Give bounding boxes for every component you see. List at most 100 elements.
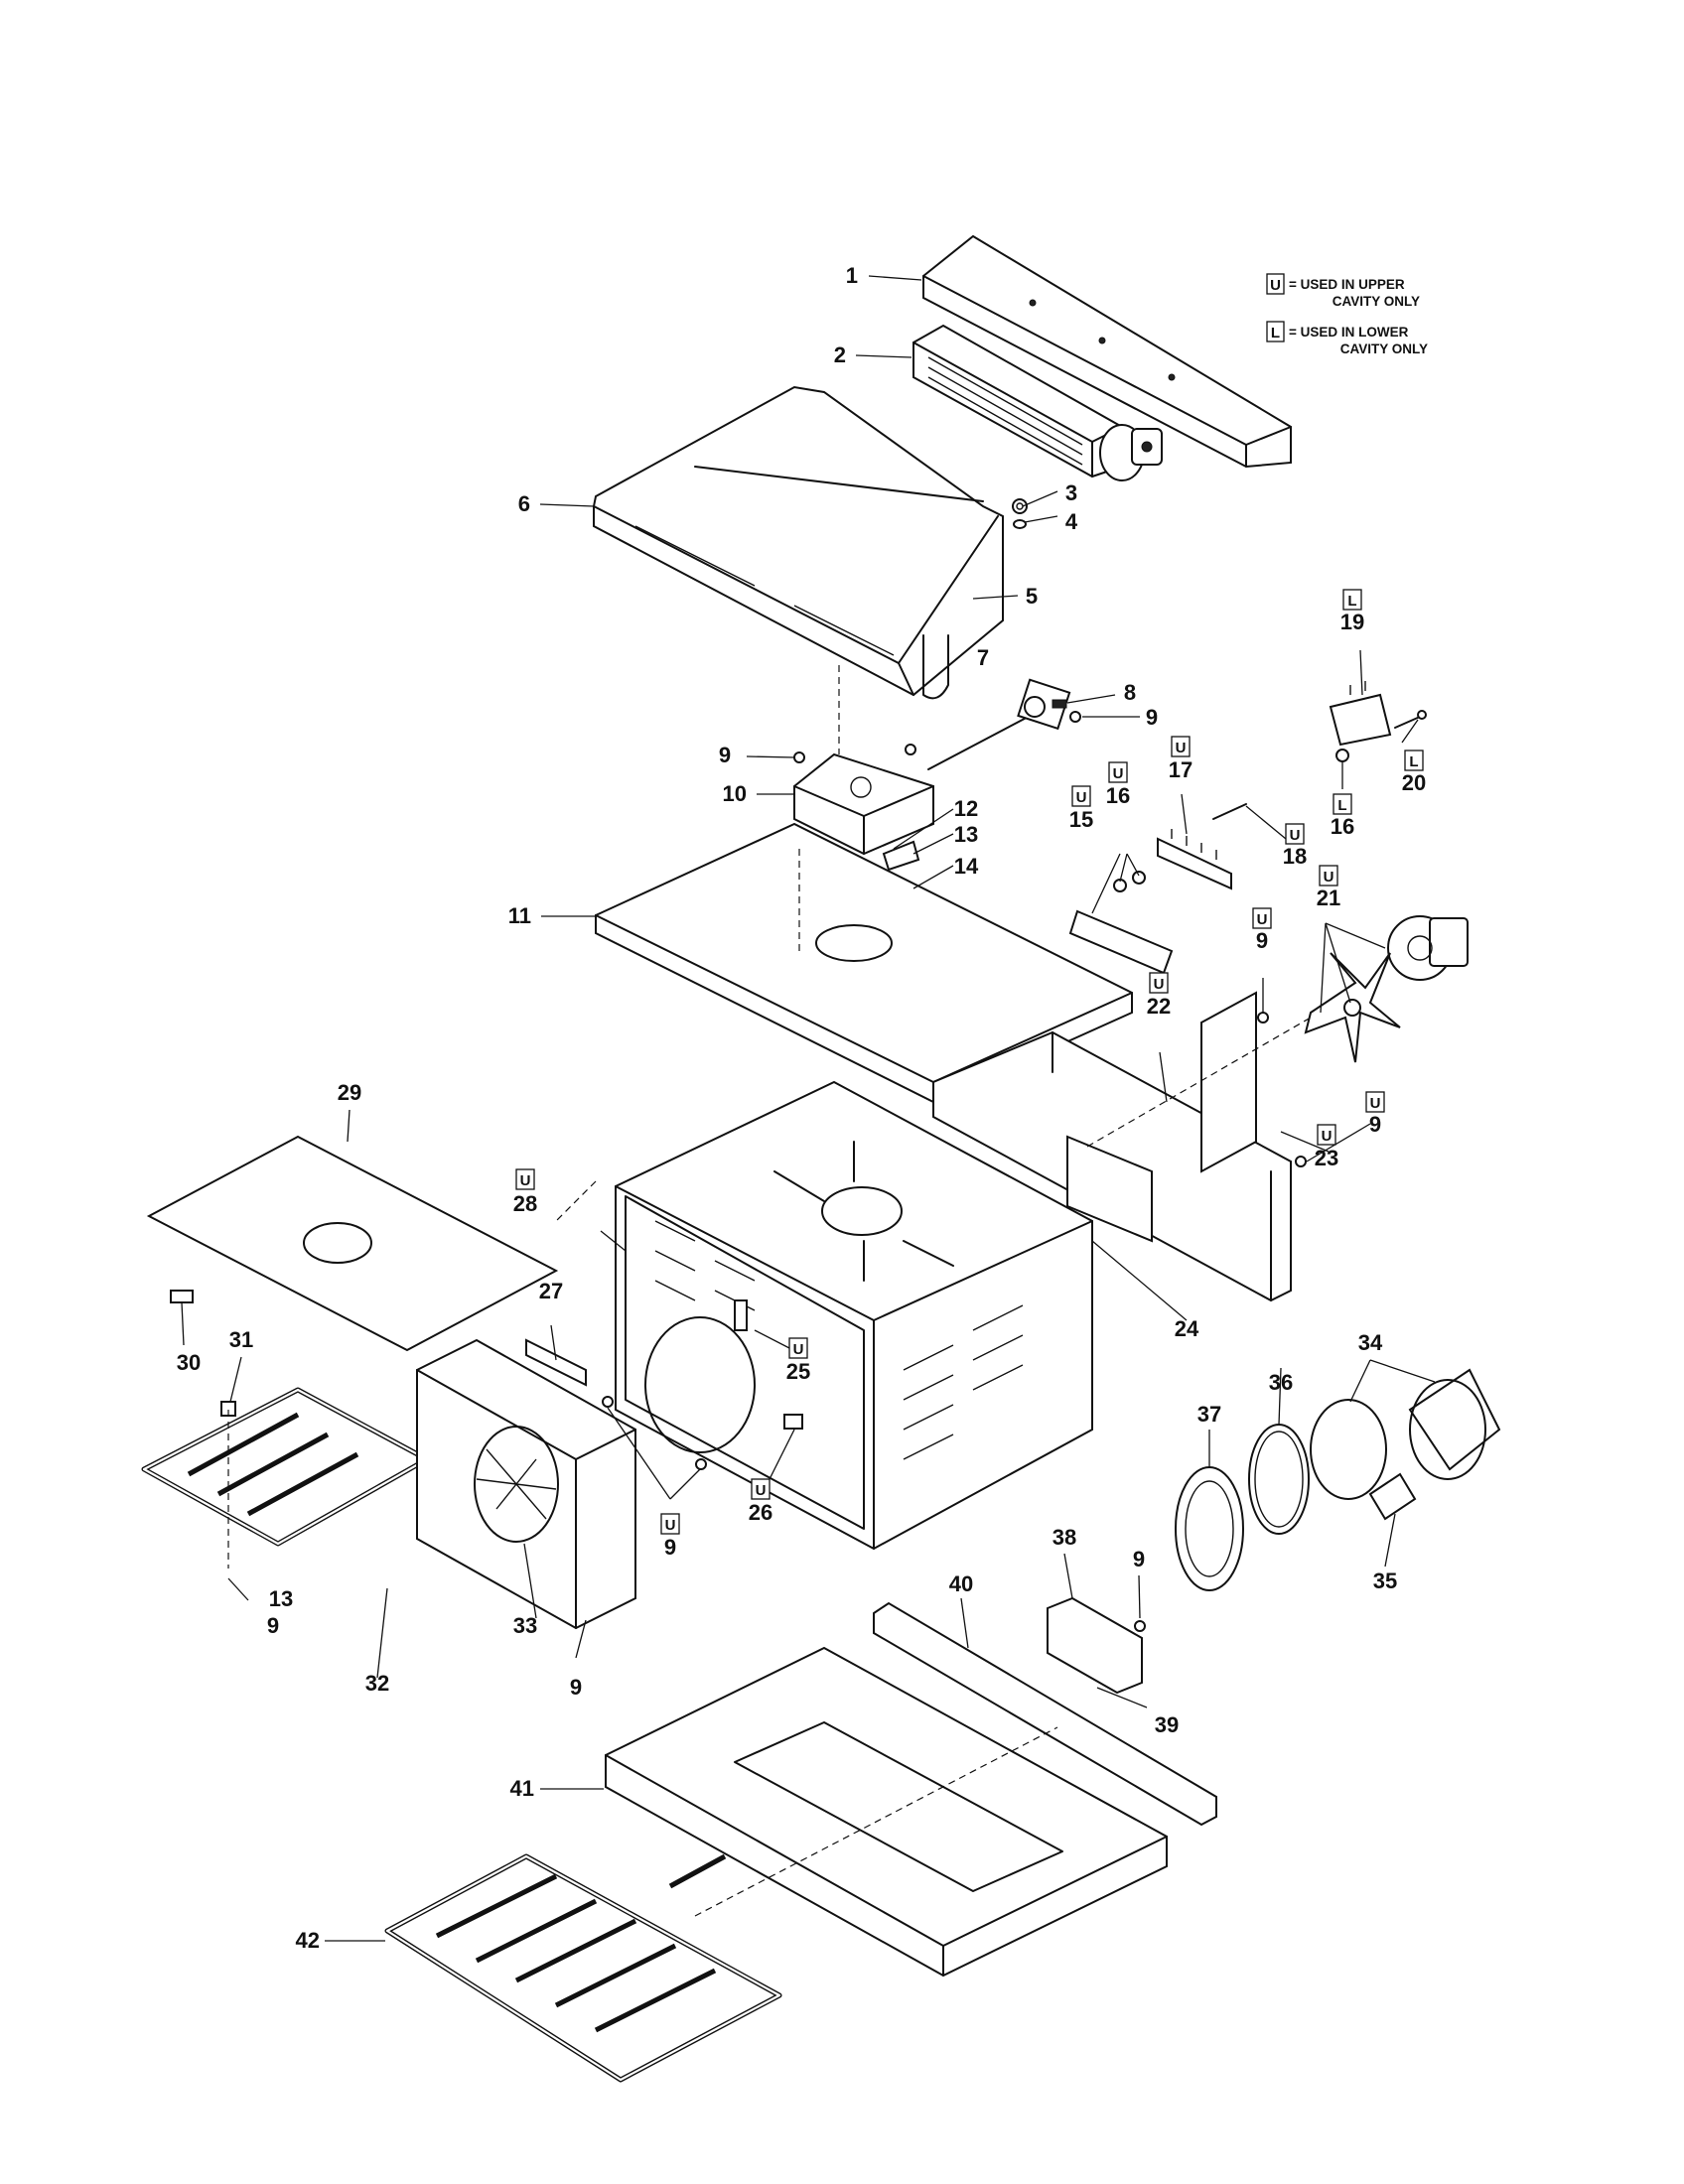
svg-text:37: 37 — [1197, 1402, 1221, 1427]
svg-text:33: 33 — [513, 1613, 537, 1638]
part-37-lens — [1175, 1466, 1244, 1591]
svg-text:10: 10 — [723, 781, 747, 806]
svg-text:23: 23 — [1315, 1146, 1338, 1170]
callout-36: 36 — [1269, 1370, 1293, 1395]
svg-text:41: 41 — [510, 1776, 534, 1801]
callout-39: 39 — [1155, 1712, 1179, 1737]
part-27-plate — [525, 1338, 587, 1387]
svg-text:12: 12 — [954, 796, 978, 821]
part-16-nuts — [1113, 749, 1349, 892]
callout-4: 4 — [1065, 509, 1078, 534]
svg-text:2: 2 — [834, 342, 846, 367]
part-41-bottom-pan — [605, 1646, 1168, 1978]
svg-text:35: 35 — [1373, 1569, 1397, 1593]
legend-lower-line2: CAVITY ONLY — [1340, 341, 1428, 356]
part-8-thermostat — [927, 678, 1071, 770]
part-3-nut — [1012, 498, 1028, 514]
part-40-rail — [873, 1601, 1217, 1827]
svg-text:16: 16 — [1106, 783, 1130, 808]
legend-upper-line2: CAVITY ONLY — [1333, 294, 1420, 309]
svg-text:16: 16 — [1331, 814, 1354, 839]
svg-text:U: U — [1113, 765, 1124, 782]
callout-15: U 15 — [1069, 785, 1093, 832]
svg-text:3: 3 — [1065, 480, 1077, 505]
legend-upper: U = USED IN UPPER CAVITY ONLY — [1266, 273, 1420, 309]
svg-text:9: 9 — [719, 743, 731, 767]
part-15-strip — [1068, 909, 1174, 975]
callout-13-b: 13 — [269, 1586, 293, 1611]
callout-11: 11 — [508, 903, 531, 928]
callout-1: 1 — [846, 263, 858, 288]
svg-text:9: 9 — [1369, 1112, 1381, 1137]
part-1-top-bracket — [922, 234, 1292, 469]
svg-text:5: 5 — [1026, 584, 1038, 609]
svg-text:U: U — [1257, 911, 1268, 928]
svg-text:34: 34 — [1358, 1330, 1383, 1355]
callout-2: 2 — [834, 342, 846, 367]
svg-text:31: 31 — [229, 1327, 253, 1352]
callout-37: 37 — [1197, 1402, 1221, 1427]
callout-13-a: 13 — [954, 822, 978, 847]
part-36-gasket — [1248, 1424, 1310, 1535]
svg-text:6: 6 — [518, 491, 530, 516]
legend-lower-tag: L — [1271, 325, 1280, 341]
svg-text:U: U — [1154, 976, 1165, 993]
callout-9-e: 9 — [267, 1613, 279, 1638]
svg-text:11: 11 — [508, 903, 531, 928]
callout-leaders — [181, 275, 1436, 1942]
callout-14: 14 — [954, 854, 979, 879]
svg-text:27: 27 — [539, 1279, 563, 1303]
callout-27: 27 — [539, 1279, 563, 1303]
legend: U = USED IN UPPER CAVITY ONLY L = USED I… — [1266, 273, 1428, 356]
callout-9-d: U 9 — [1365, 1091, 1385, 1137]
callout-24: 24 — [1175, 1316, 1199, 1341]
callout-9-f: 9 — [570, 1675, 582, 1700]
callout-22: U 22 — [1147, 972, 1171, 1019]
svg-text:19: 19 — [1340, 610, 1364, 634]
part-24-rear-panel — [932, 991, 1292, 1302]
callout-10: 10 — [723, 781, 747, 806]
callout-31: 31 — [229, 1327, 253, 1352]
svg-text:24: 24 — [1175, 1316, 1199, 1341]
svg-text:42: 42 — [296, 1928, 320, 1953]
callout-29: 29 — [338, 1080, 361, 1105]
part-33-fan-cover — [416, 1338, 636, 1630]
svg-text:13: 13 — [269, 1586, 293, 1611]
part-17-terminal-block — [1157, 829, 1232, 890]
callout-21: U 21 — [1317, 865, 1340, 910]
part-20-screw — [1394, 710, 1427, 729]
callout-6: 6 — [518, 491, 530, 516]
part-21-fan-motor — [1304, 915, 1469, 1063]
svg-text:U: U — [1076, 789, 1087, 806]
svg-text:30: 30 — [177, 1350, 201, 1375]
svg-text:U: U — [1322, 1128, 1333, 1145]
svg-text:38: 38 — [1052, 1525, 1076, 1550]
alignment-lines — [555, 665, 1312, 1917]
callout-9-h: 9 — [1133, 1547, 1145, 1571]
callout-40: 40 — [949, 1571, 973, 1596]
callout-9-c: U 9 — [1252, 907, 1272, 953]
callout-9-a: 9 — [1146, 705, 1158, 730]
svg-text:U: U — [756, 1482, 767, 1499]
svg-text:9: 9 — [1133, 1547, 1145, 1571]
callout-26: U 26 — [749, 1478, 772, 1525]
legend-lower: L = USED IN LOWER CAVITY ONLY — [1266, 321, 1428, 356]
svg-text:U: U — [1290, 827, 1301, 844]
part-29-pad — [146, 1135, 559, 1352]
part-34-light-housing — [1310, 1368, 1501, 1500]
svg-text:L: L — [1337, 797, 1346, 814]
part-42-bake-element — [384, 1853, 782, 2083]
part-31-clip — [220, 1401, 236, 1569]
callout-33: 33 — [513, 1613, 537, 1638]
svg-text:25: 25 — [786, 1359, 810, 1384]
svg-text:9: 9 — [1146, 705, 1158, 730]
svg-text:13: 13 — [954, 822, 978, 847]
part-35-socket — [1368, 1472, 1417, 1521]
svg-text:32: 32 — [365, 1671, 389, 1696]
callout-38: 38 — [1052, 1525, 1076, 1550]
svg-text:U: U — [1324, 869, 1334, 886]
callout-32: 32 — [365, 1671, 389, 1696]
svg-text:U: U — [520, 1172, 531, 1189]
svg-text:9: 9 — [1256, 928, 1268, 953]
callout-41: 41 — [510, 1776, 534, 1801]
